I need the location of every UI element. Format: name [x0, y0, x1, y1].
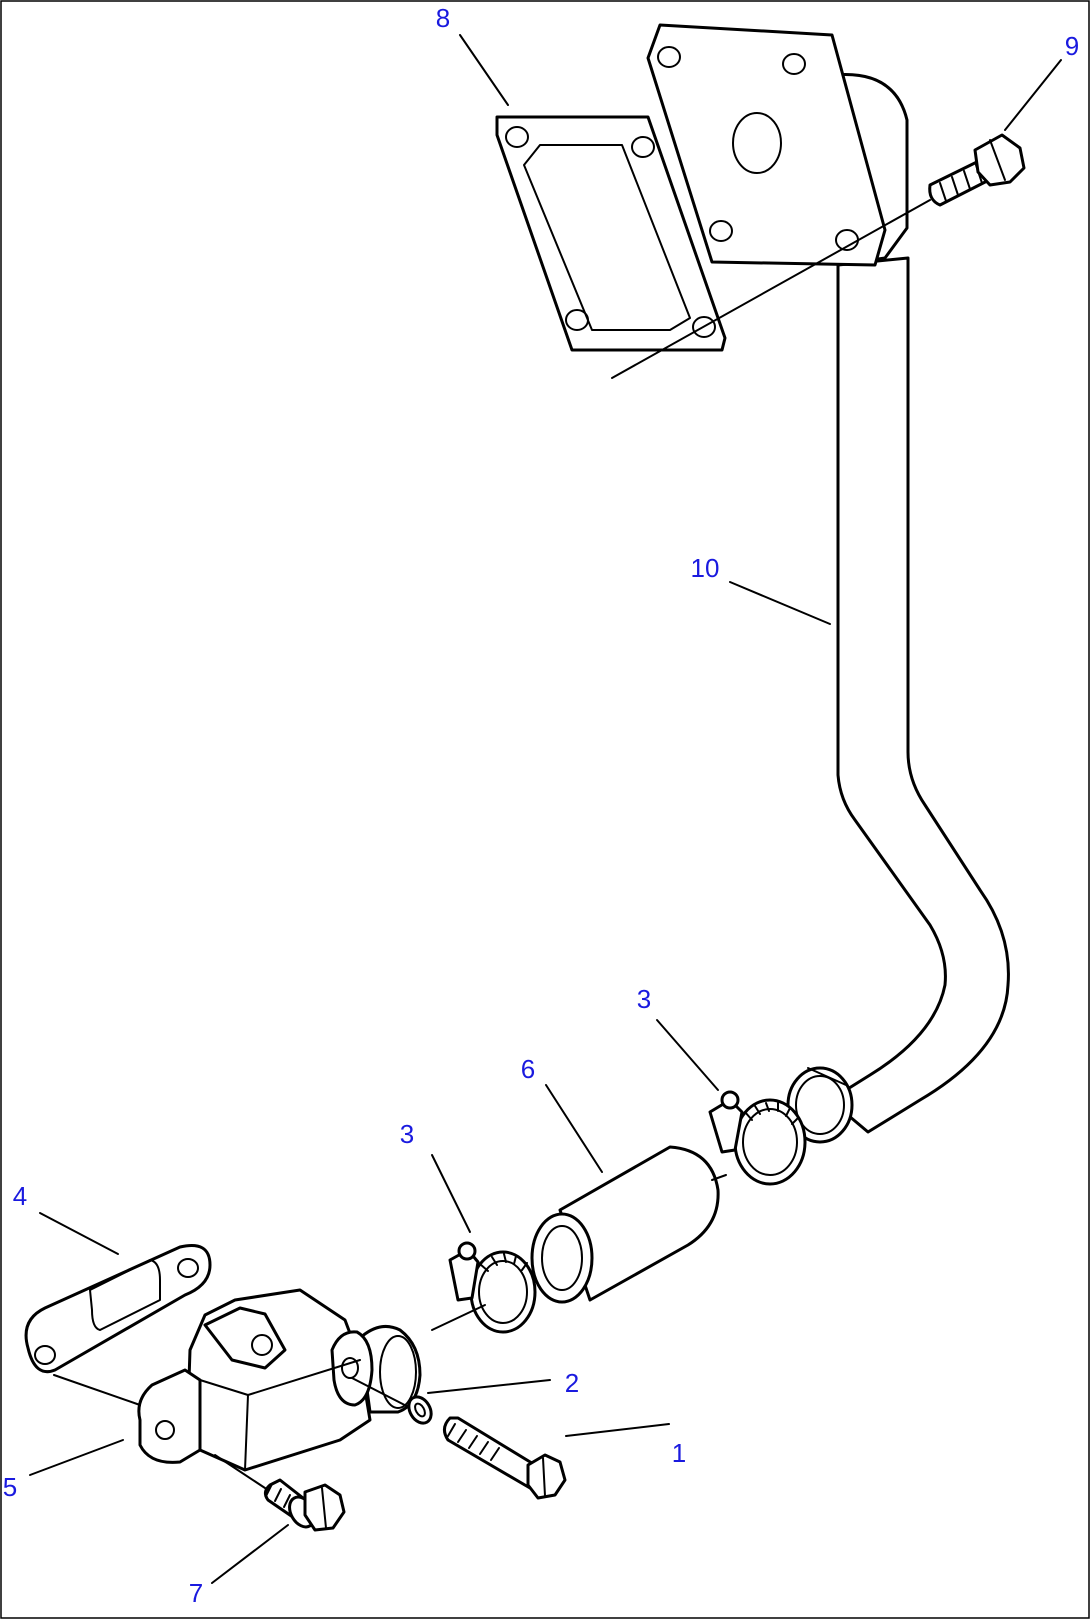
leader-10	[729, 581, 831, 625]
callout-2: 2	[565, 1368, 579, 1398]
part-8-gasket	[495, 115, 727, 352]
assembly-line-bolt-9	[611, 199, 931, 379]
leader-7	[211, 1524, 289, 1584]
part-6-hose	[530, 1145, 720, 1304]
callout-6: 6	[521, 1054, 535, 1084]
callout-1: 1	[672, 1438, 686, 1468]
leader-1	[565, 1423, 670, 1437]
callout-3-upper: 3	[637, 984, 651, 1014]
part-10-pipe	[646, 23, 1010, 1144]
callout-9: 9	[1065, 31, 1079, 61]
callout-5: 5	[3, 1472, 17, 1502]
callout-4: 4	[13, 1181, 27, 1211]
part-3-hose-clamp-lower	[448, 1241, 537, 1334]
assembly-line-hose	[431, 1304, 486, 1331]
part-3-hose-clamp-upper	[708, 1090, 807, 1186]
assembly-line-hose-upper	[711, 1174, 727, 1181]
leader-5	[29, 1439, 124, 1476]
leader-2	[427, 1379, 551, 1394]
part-1-bolt	[443, 1416, 567, 1500]
leader-3-lower	[431, 1154, 471, 1233]
part-2-spring-washer	[407, 1395, 433, 1425]
leader-4	[39, 1212, 119, 1255]
part-7-bolt	[263, 1478, 346, 1532]
callout-8: 8	[436, 3, 450, 33]
leader-9	[1004, 59, 1062, 131]
assembly-line-gasket-4	[53, 1374, 141, 1406]
part-9-bolt	[928, 133, 1026, 207]
leader-8	[459, 34, 509, 106]
leader-6	[545, 1084, 603, 1173]
part-5-housing	[137, 1288, 422, 1472]
leader-3-upper	[656, 1019, 719, 1091]
callout-7: 7	[189, 1578, 203, 1608]
callout-3-lower: 3	[400, 1119, 414, 1149]
part-4-gasket	[24, 1244, 212, 1374]
assembly-line-bolt-7	[214, 1454, 269, 1491]
callout-10: 10	[691, 553, 720, 583]
